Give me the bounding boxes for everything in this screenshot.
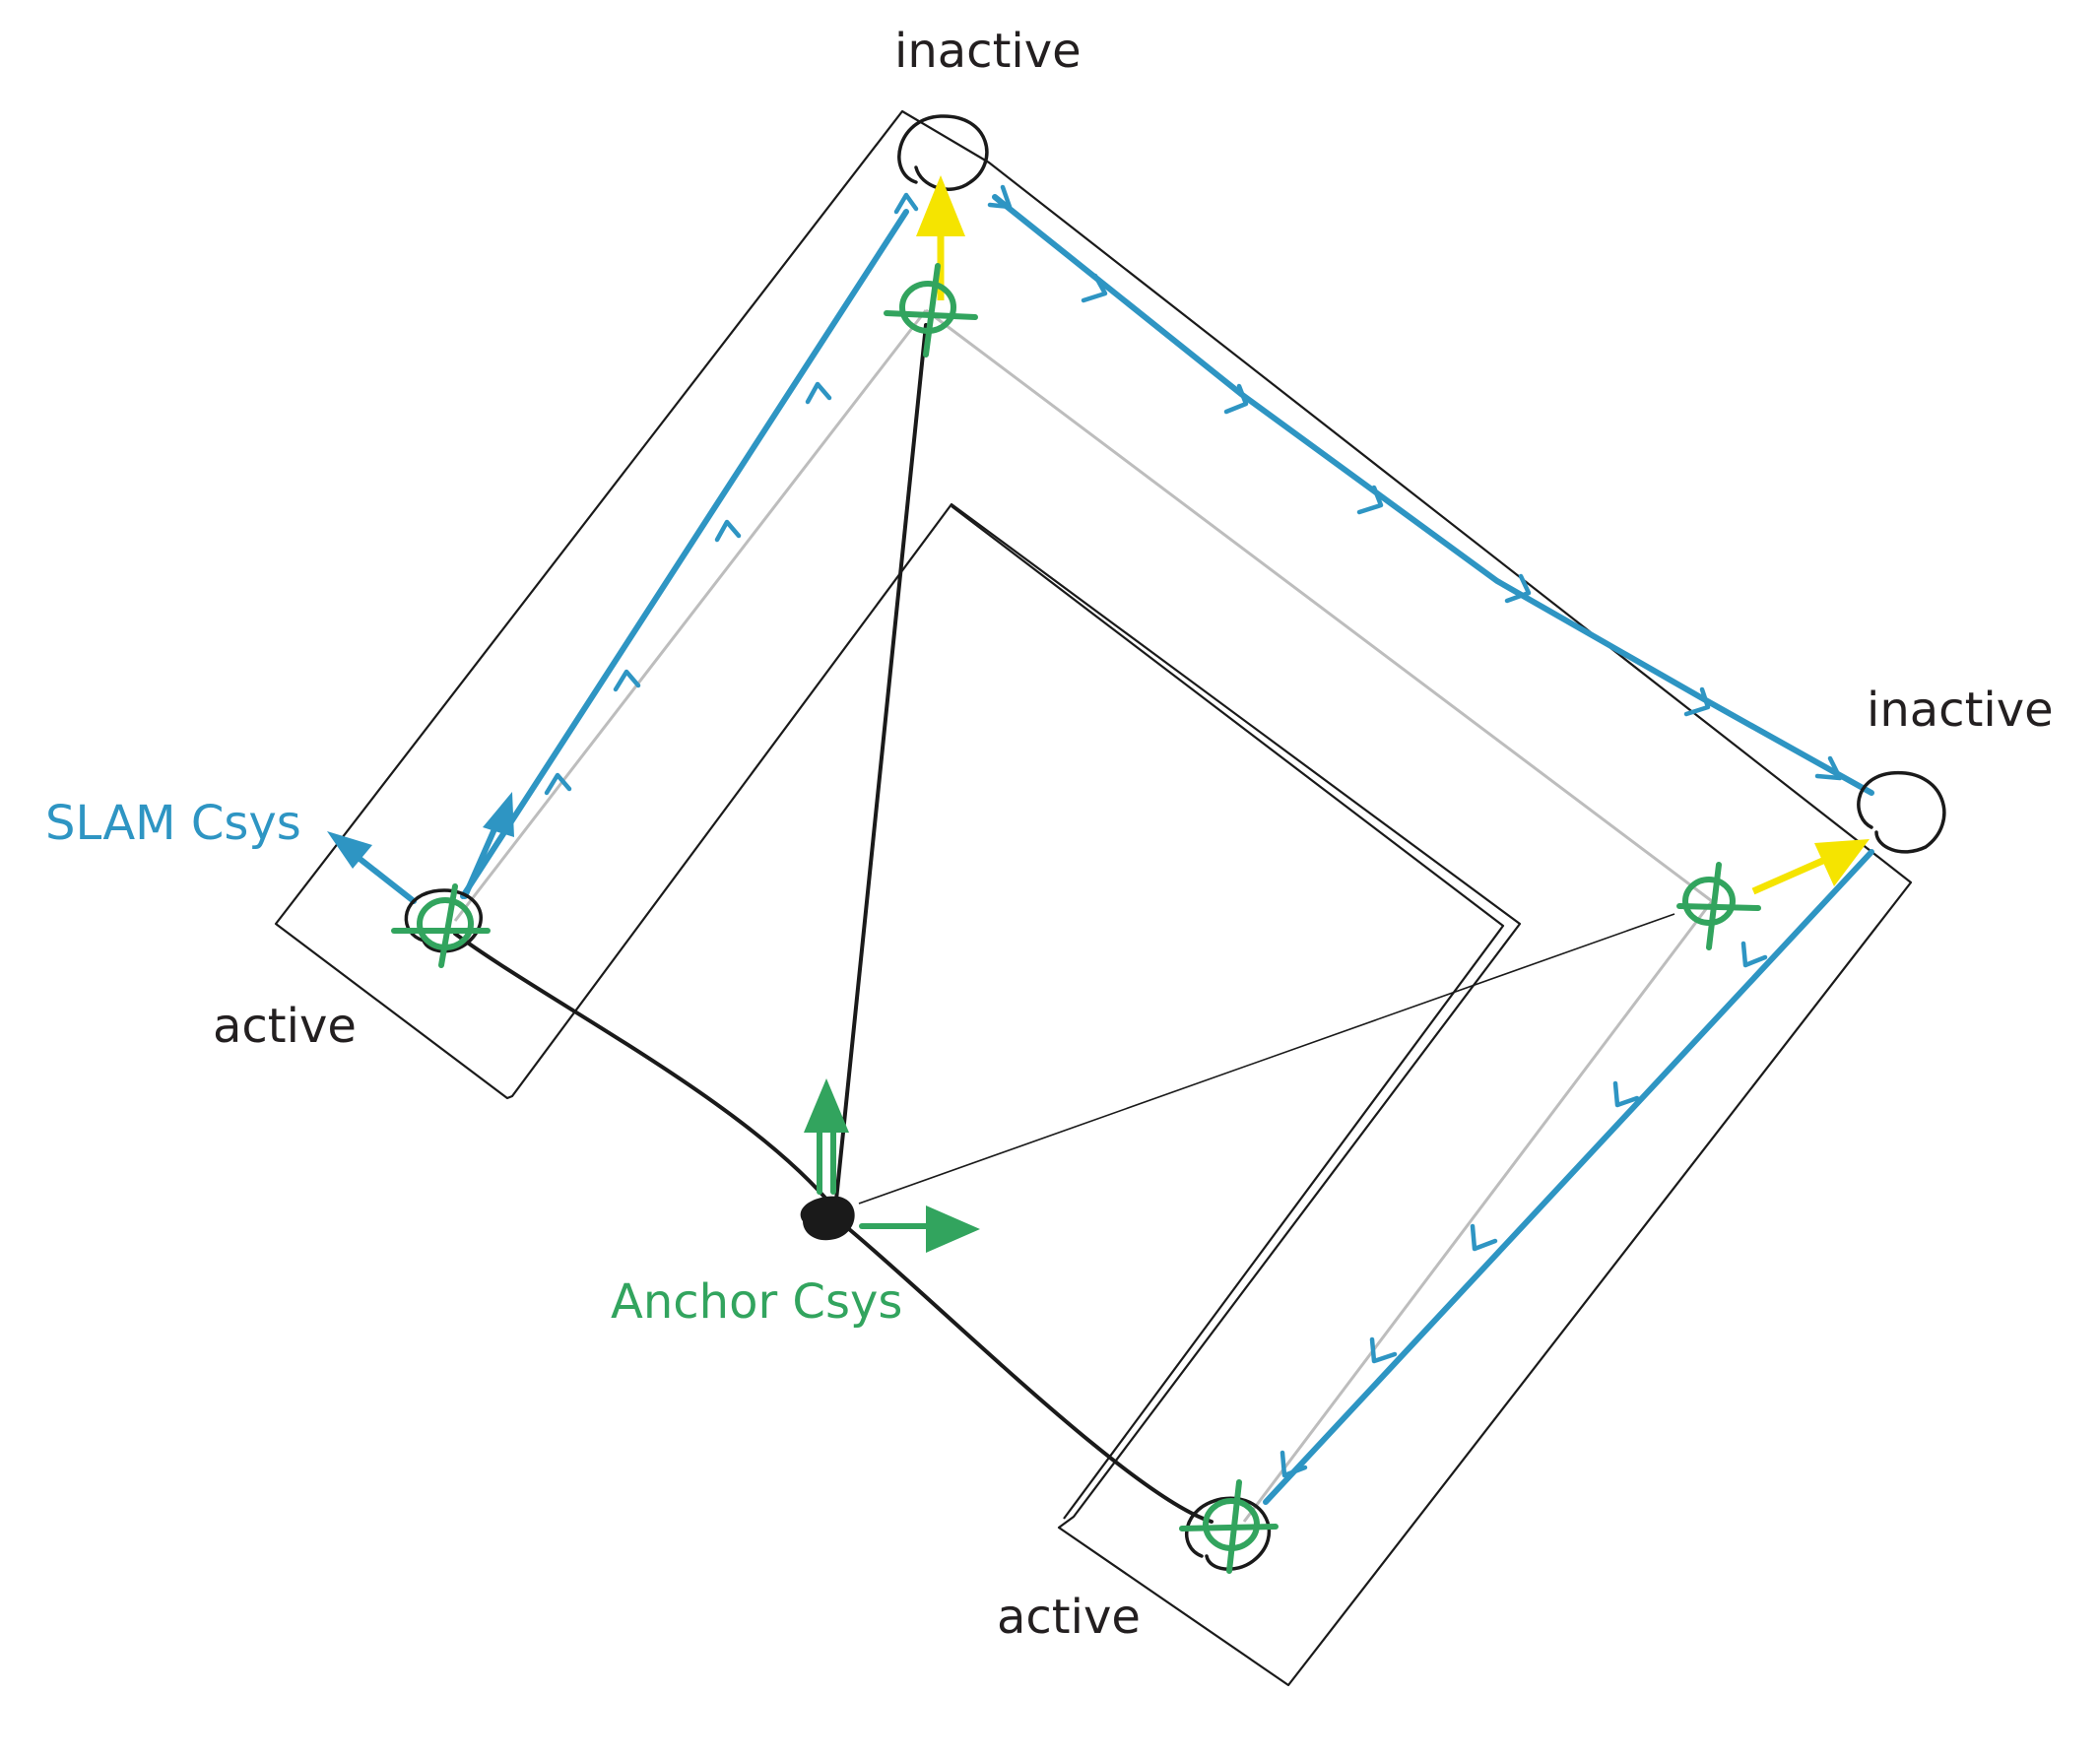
slam-csys-axes	[327, 792, 514, 904]
anchor-marker-bottom	[1179, 1479, 1279, 1574]
anchor-x-arrowhead	[926, 1205, 980, 1253]
label-active-left: active	[213, 999, 357, 1054]
slam-x-arrowhead	[327, 831, 372, 869]
outline-frames	[274, 109, 1913, 1687]
inactive-loop-right	[1857, 771, 1946, 854]
slam-y-arrowhead	[483, 792, 514, 837]
inner-outline	[951, 505, 1505, 1520]
label-inactive-right: inactive	[1867, 683, 2054, 738]
anchor-marker-left	[391, 883, 491, 968]
anchor-marker-right	[1676, 862, 1761, 950]
slam-trajectory	[460, 184, 1874, 1505]
label-active-bottom: active	[997, 1590, 1141, 1645]
anchor-links	[453, 323, 1675, 1524]
anchor-csys-origin	[800, 1078, 980, 1253]
gray-links	[453, 308, 1714, 1523]
label-slam-csys: SLAM Csys	[45, 796, 301, 851]
anchor-y-arrowhead	[804, 1078, 849, 1133]
outer-outline	[274, 109, 1913, 1687]
yellow-arrows	[916, 175, 1870, 895]
yellow-arrow-top-icon	[916, 175, 965, 236]
label-anchor-csys: Anchor Csys	[611, 1274, 902, 1330]
yellow-arrow-right-icon	[1814, 839, 1870, 886]
anchor-marker-top	[884, 263, 978, 358]
label-inactive-top: inactive	[894, 24, 1082, 79]
anchor-origin-dot	[800, 1196, 855, 1241]
